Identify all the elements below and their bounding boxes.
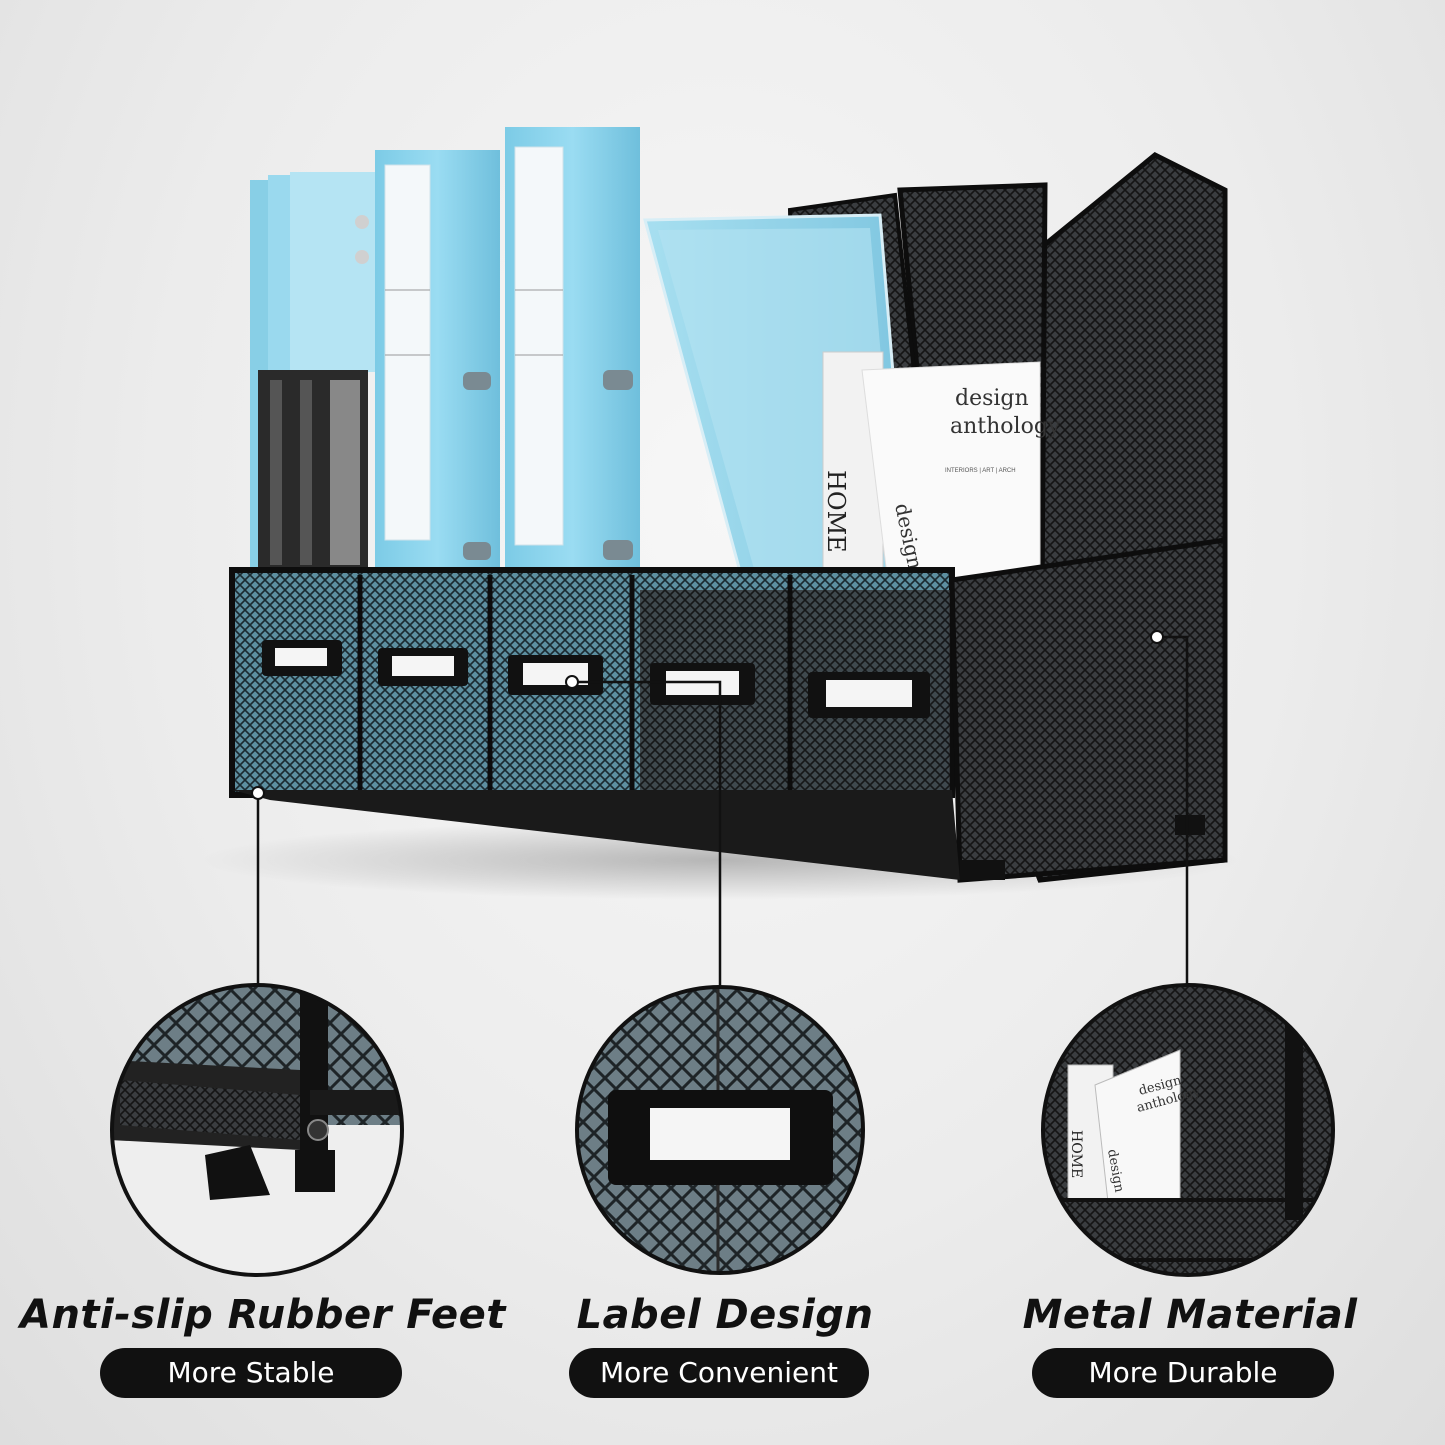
callout-dot-feet [251,786,265,800]
label-holders [262,640,930,718]
detail-spine-home: HOME [1068,1130,1084,1178]
magazine-small-text: INTERIORS | ART | ARCH [945,468,1016,474]
magazines: design anthology INTERIORS | ART | ARCH … [822,351,1061,603]
feature-badge-stable: More Stable [100,1348,402,1398]
magazine-title-line1: design [955,386,1029,411]
callout-lines [256,635,1189,985]
feature-title-label-design: Label Design [576,1292,874,1338]
thin-folders [250,172,375,580]
callout-dot-metal [1150,630,1164,644]
detail-circle-rubber-feet [110,983,404,1277]
magazine-title-line2: anthology [950,414,1061,439]
feature-title-rubber-feet: Anti-slip Rubber Feet [20,1292,506,1338]
binder-3 [505,127,640,580]
feature-badge-convenient: More Convenient [569,1348,869,1398]
detail-circle-label [575,985,865,1275]
detail-circle-metal: design anthology HOME design [1041,983,1335,1277]
magazine-spine: HOME [822,470,850,553]
organizer: design anthology INTERIORS | ART | ARCH … [229,127,1228,883]
binder-2 [375,150,500,580]
feature-title-metal-material: Metal Material [1022,1292,1358,1338]
feature-badge-durable: More Durable [1032,1348,1334,1398]
callout-dot-label [565,675,579,689]
